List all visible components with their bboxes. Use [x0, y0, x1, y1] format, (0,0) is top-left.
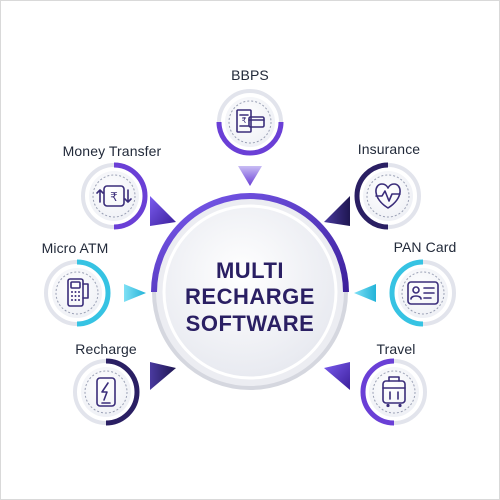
center-title-line-3: SOFTWARE [186, 311, 315, 336]
arrow-pan-card [354, 284, 376, 302]
label-micro-atm: Micro ATM [42, 240, 109, 256]
label-recharge: Recharge [75, 341, 137, 357]
label-bbps: BBPS [231, 67, 269, 83]
svg-text:₹: ₹ [110, 190, 118, 204]
node-pan-card: PAN Card [389, 239, 457, 327]
bill-payment-icon: ₹ [236, 109, 265, 133]
center-title-line-1: MULTI [216, 258, 284, 283]
arrow-insurance [324, 196, 350, 226]
arrow-micro-atm [124, 284, 146, 302]
arrow-bbps [238, 166, 262, 186]
arrow-money-transfer [150, 196, 176, 226]
node-bbps: BBPS ₹ [216, 67, 284, 156]
arrow-recharge [150, 362, 176, 390]
node-micro-atm: Micro ATM [42, 240, 111, 327]
svg-text:₹: ₹ [241, 116, 246, 125]
label-pan-card: PAN Card [394, 239, 457, 255]
card-machine-icon [67, 278, 89, 307]
label-insurance: Insurance [358, 141, 420, 157]
node-money-transfer: Money Transfer ₹ [63, 143, 162, 230]
mobile-recharge-icon [96, 377, 116, 407]
arrow-travel [324, 362, 350, 390]
node-travel: Travel [360, 341, 427, 426]
luggage-icon [382, 376, 406, 408]
node-insurance: Insurance [354, 141, 421, 230]
label-travel: Travel [377, 341, 416, 357]
center-hub: MULTI RECHARGE SOFTWARE [151, 193, 349, 390]
id-card-icon [407, 281, 439, 305]
node-recharge: Recharge [73, 341, 140, 426]
heart-pulse-icon [375, 183, 401, 209]
rupee-transfer-icon: ₹ [96, 185, 132, 207]
center-title-line-2: RECHARGE [185, 284, 315, 309]
label-money-transfer: Money Transfer [63, 143, 162, 159]
